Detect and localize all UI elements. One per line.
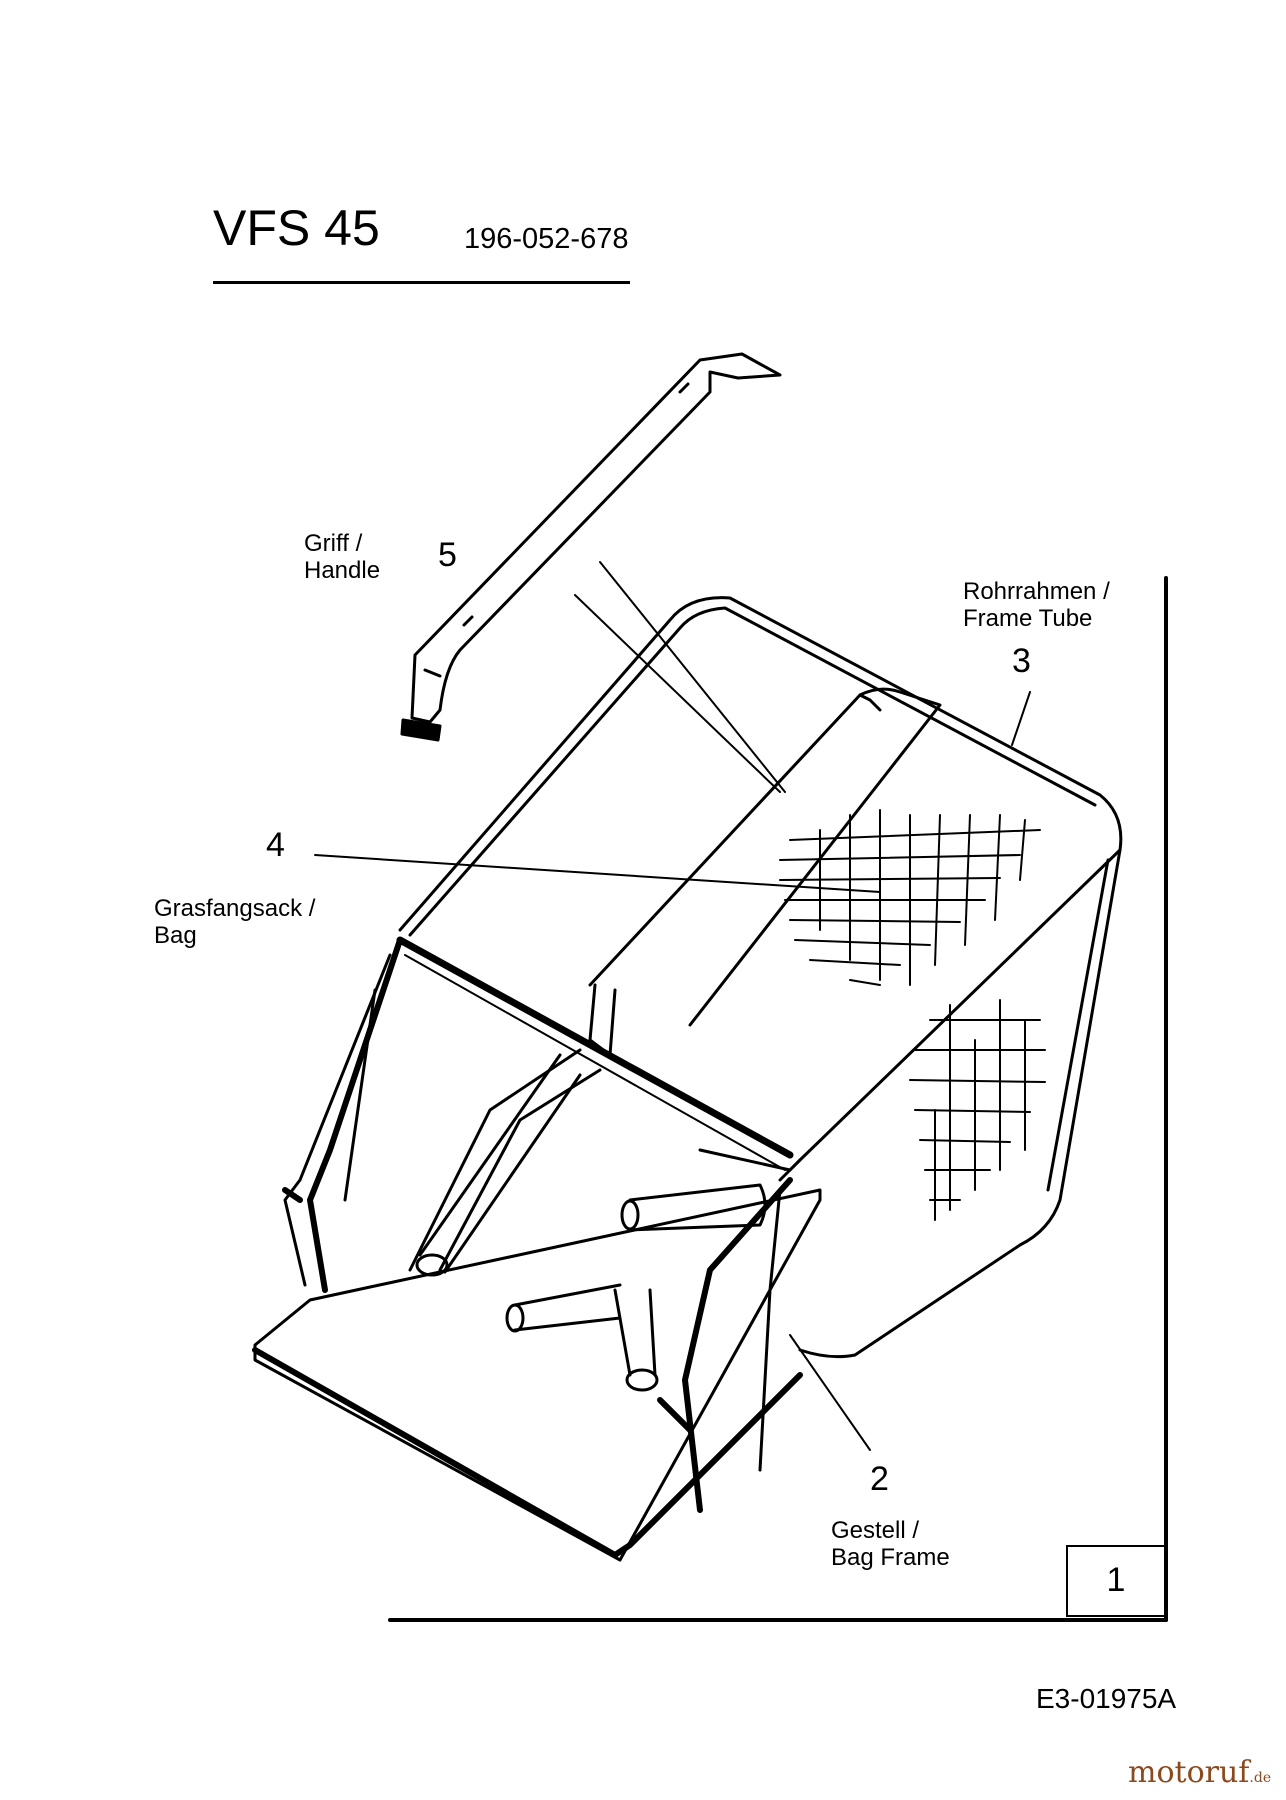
callout-label-en-3: Frame Tube <box>963 605 1093 632</box>
callout-label-de-3: Rohrrahmen / <box>963 578 1110 605</box>
page-number-box <box>1066 1545 1166 1617</box>
watermark-logo: motoruf.de <box>1128 1758 1271 1788</box>
handle-part <box>400 352 782 742</box>
watermark-name: motoruf <box>1128 1755 1250 1790</box>
bag-body <box>396 596 1123 1359</box>
callout-label-en-5: Handle <box>304 557 381 584</box>
callout-number-5: 5 <box>438 536 457 574</box>
callout-label-de-4: Grasfangsack / <box>154 895 316 922</box>
frame-lines <box>388 576 1168 1622</box>
callout-label-de-5: Griff / <box>304 530 363 557</box>
callout-label-en-4: Bag <box>154 922 197 949</box>
watermark-domain: .de <box>1249 1770 1272 1786</box>
callout-number-2: 2 <box>870 1460 889 1498</box>
leader-lines <box>314 561 1031 1451</box>
mesh-pattern <box>779 809 1046 1221</box>
model-title: VFS 45 <box>213 200 380 256</box>
callout-label-de-2: Gestell / <box>831 1517 920 1544</box>
title-underline <box>213 281 630 284</box>
callout-number-4: 4 <box>266 826 285 864</box>
callout-number-3: 3 <box>1012 642 1031 680</box>
callout-label-en-2: Bag Frame <box>831 1544 950 1571</box>
bag-frame <box>252 937 822 1562</box>
drawing-code: E3-01975A <box>1036 1683 1177 1714</box>
page-number: 1 <box>1106 1561 1126 1599</box>
part-code: 196-052-678 <box>464 223 629 255</box>
